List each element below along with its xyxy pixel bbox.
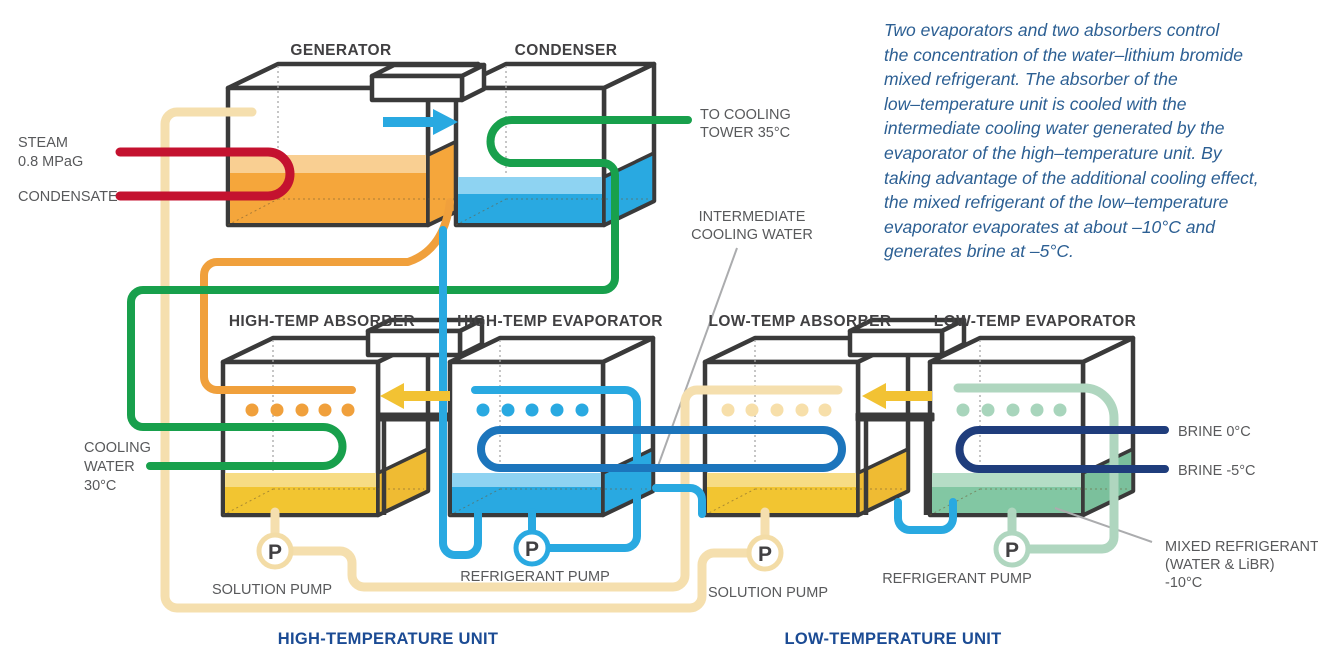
intro-line: the concentration of the water–lithium b… — [884, 44, 1243, 65]
brine-pipe — [955, 426, 1169, 473]
brine-5-label: BRINE -5°C — [1178, 463, 1256, 479]
mixed-refrigerant-pointer — [1054, 507, 1153, 543]
to-cooling-tower-label-line2: TOWER 35°C — [700, 125, 790, 141]
intro-line: mixed refrigerant. The absorber of the — [884, 69, 1178, 90]
high-temperature-unit-title: HIGH-TEMPERATURE UNIT — [278, 630, 499, 648]
intro-line: taking advantage of the additional cooli… — [884, 167, 1259, 188]
intro-line: generates brine at –5°C. — [884, 241, 1074, 262]
condenser-box — [453, 61, 657, 228]
connecting-ducts — [365, 62, 967, 358]
lt-solution-pump: P — [746, 534, 784, 572]
intro-line: intermediate cooling water generated by … — [884, 118, 1225, 139]
solution-pipe — [160, 107, 843, 613]
vapor-flow-arrow — [383, 109, 458, 135]
ht-evaporator-title: HIGH-TEMP EVAPORATOR — [457, 313, 663, 330]
ht-absorber-spray-dots — [245, 403, 355, 417]
generator-title: GENERATOR — [290, 42, 391, 59]
cooling-water-label-line3: 30°C — [84, 478, 116, 494]
pump-letter: P — [1005, 539, 1019, 562]
lt-absorber-spray-dots — [721, 403, 832, 417]
lt-absorber-liquid-surface — [707, 473, 856, 487]
brine-0-label: BRINE 0°C — [1178, 424, 1251, 440]
ht-absorber-title: HIGH-TEMP ABSORBER — [229, 313, 415, 330]
lt-vapor-arrow — [862, 383, 932, 409]
mixed-refrigerant-pipe — [953, 383, 1119, 554]
lt-absorber-liquid — [707, 487, 856, 513]
intro-line: evaporator evaporates at about –10°C and — [884, 216, 1215, 237]
ht-refrigerant-pump-label: REFRIGERANT PUMP — [460, 569, 610, 585]
ht-solution-pump-label: SOLUTION PUMP — [212, 582, 332, 598]
cooling-water-pipe — [127, 116, 692, 470]
ht-evaporator-liquid-surface — [452, 473, 601, 487]
ht-solution-pump: P — [256, 532, 294, 570]
ht-evaporator-liquid — [452, 487, 601, 513]
lt-solution-pump-label: SOLUTION PUMP — [708, 585, 828, 601]
ht-absorber-liquid — [225, 487, 376, 513]
lt-refrigerant-pump: P — [993, 530, 1031, 568]
generator-liquid-surface — [230, 155, 426, 173]
lt-evaporator-title: LOW-TEMP EVAPORATOR — [934, 313, 1136, 330]
intermediate-label-line2: COOLING WATER — [691, 227, 813, 243]
intro-paragraph: Two evaporators and two absorbers contro… — [884, 18, 1314, 264]
condensate-label: CONDENSATE — [18, 189, 118, 205]
lt-refrigerant-pump-label: REFRIGERANT PUMP — [882, 571, 1032, 587]
mixed-refrigerant-label-line1: MIXED REFRIGERANT — [1165, 539, 1318, 555]
intro-line: evaporator of the high–temperature unit.… — [884, 142, 1222, 163]
pump-letter: P — [758, 543, 772, 566]
ht-absorber-liquid-surface — [225, 473, 376, 487]
condenser-liquid — [458, 194, 602, 223]
ht-vapor-arrow — [380, 383, 450, 409]
pump-letter: P — [268, 541, 282, 564]
to-cooling-tower-label-line1: TO COOLING — [700, 107, 791, 123]
cooling-water-label-line2: WATER — [84, 459, 135, 475]
lt-evaporator-liquid-surface — [932, 473, 1081, 487]
mixed-refrigerant-label-line3: -10°C — [1165, 575, 1202, 591]
lt-evaporator-spray-dots — [956, 403, 1067, 417]
intermediate-cooling-water-pipe — [477, 426, 846, 472]
pump-letter: P — [525, 538, 539, 561]
cooling-water-label-line1: COOLING — [84, 440, 151, 456]
intro-line: low–temperature unit is cooled with the — [884, 93, 1187, 114]
lt-absorber-title: LOW-TEMP ABSORBER — [708, 313, 891, 330]
condenser-title: CONDENSER — [515, 42, 618, 59]
steam-label-line1: STEAM — [18, 135, 68, 151]
steam-pipe — [115, 147, 295, 201]
condenser-liquid-surface — [458, 177, 602, 194]
generator-solution-pipe — [200, 198, 454, 394]
intro-line: Two evaporators and two absorbers contro… — [884, 20, 1220, 40]
ht-refrigerant-pump: P — [513, 529, 551, 567]
mixed-refrigerant-label-line2: (WATER & LiBR) — [1165, 557, 1275, 573]
intro-line: the mixed refrigerant of the low–tempera… — [884, 192, 1229, 213]
ht-evaporator-spray-dots — [476, 403, 589, 417]
steam-label-line2: 0.8 MPaG — [18, 154, 83, 170]
low-temperature-unit-title: LOW-TEMPERATURE UNIT — [784, 630, 1001, 648]
intermediate-label-line1: INTERMEDIATE — [699, 209, 806, 225]
